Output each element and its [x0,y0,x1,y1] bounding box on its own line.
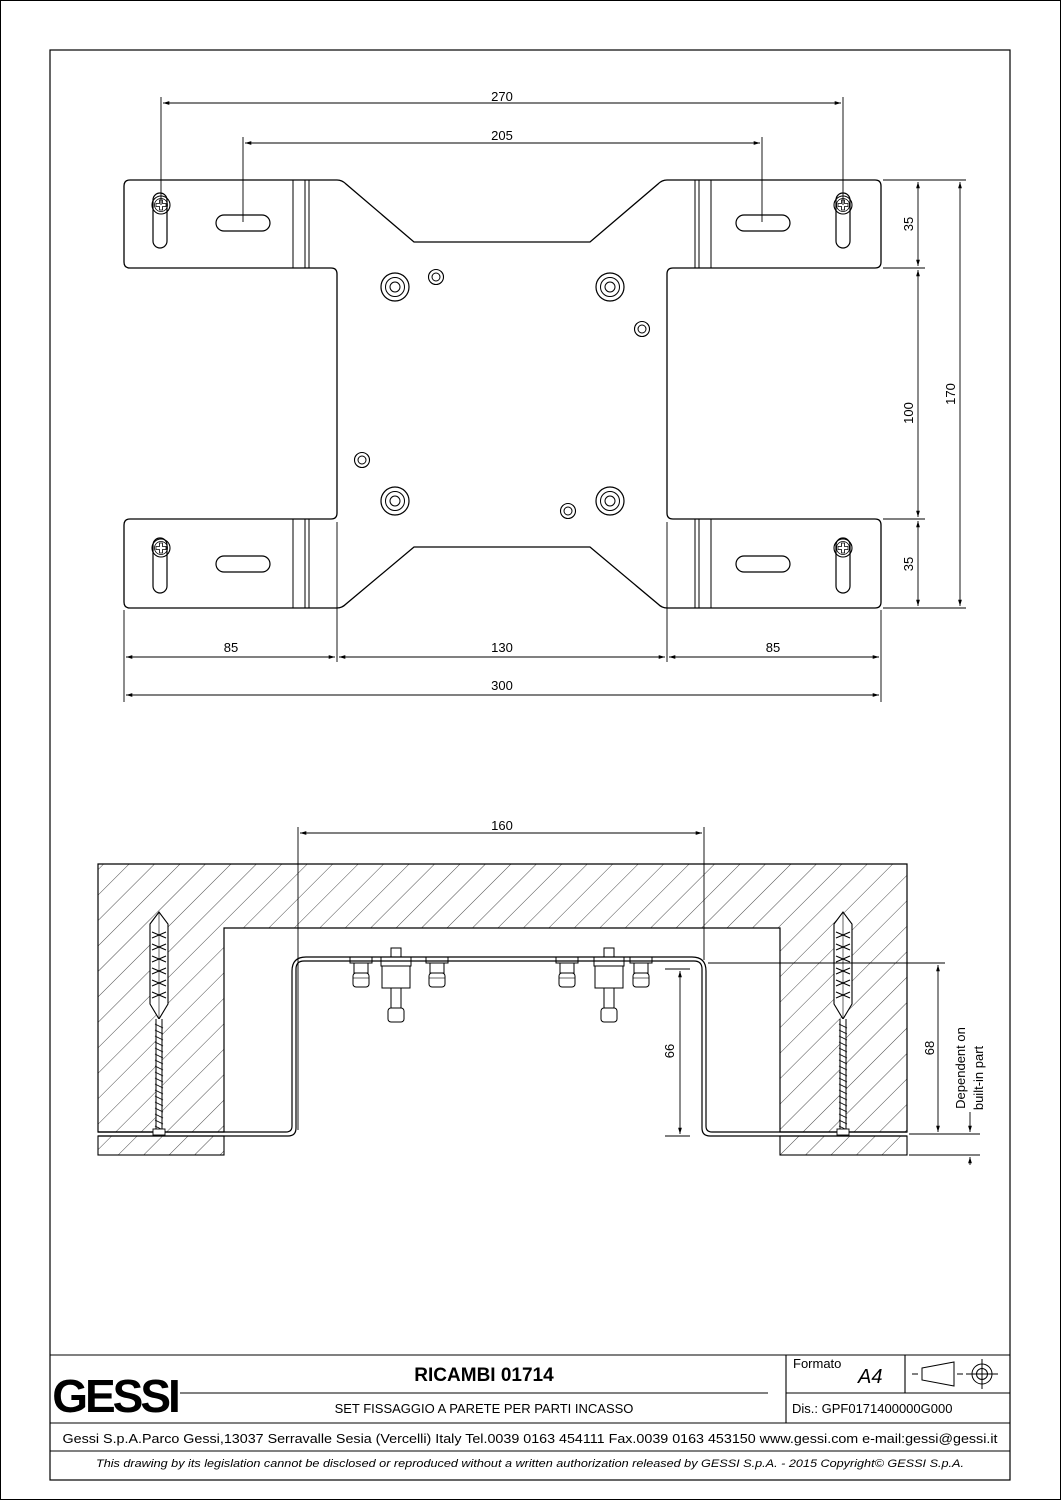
section-view-dimensions [297,827,980,1165]
bushing-hole-icon [380,272,410,302]
dim-depth-inner: 66 [662,1044,677,1058]
wall-section-hatched [97,863,908,1156]
dim-right-overall: 170 [943,383,958,405]
top-view-plate [123,179,882,609]
company-info: Gessi S.p.A.Parco Gessi,13037 Serravalle… [63,1431,998,1446]
small-hole-icon [353,451,371,469]
dim-right-top: 35 [901,217,916,231]
dim-overall-width-top: 270 [491,89,513,104]
dim-right-middle: 100 [901,402,916,424]
dim-section-width: 160 [491,818,513,833]
screw-head-icon [833,538,853,558]
dim-slot-spacing: 205 [491,128,513,143]
small-hole-icon [427,268,445,286]
bracket-profile [98,956,907,1137]
drawing-title: RICAMBI 01714 [414,1365,554,1386]
title-block [50,1354,1010,1452]
dim-right-bottom: 35 [901,557,916,571]
format-label: Formato [793,1356,841,1371]
small-hole-icon [559,502,577,520]
dim-bottom-right: 85 [766,640,780,655]
note-line-2: built-in part [971,1045,986,1110]
center-bolt-icon [593,947,625,1023]
dim-bottom-left: 85 [224,640,238,655]
dim-bottom-overall: 300 [491,678,513,693]
bushing-hole-icon [595,486,625,516]
drawing-subtitle: SET FISSAGGIO A PARETE PER PARTI INCASSO [335,1401,634,1416]
bushing-hole-icon [380,486,410,516]
projection-symbol-icon [912,1359,998,1389]
top-view-dimensions [123,97,966,702]
bushing-hole-icon [595,272,625,302]
inner-frame [49,49,1011,1481]
dim-depth-outer: 68 [922,1041,937,1055]
legal-notice: This drawing by its legislation cannot b… [96,1458,964,1470]
dim-bottom-middle: 130 [491,640,513,655]
drawing-number: Dis.: GPF0171400000G000 [792,1401,952,1416]
note-line-1: Dependent on [953,1027,968,1109]
small-hole-icon [633,320,651,338]
format-value: A4 [857,1366,882,1388]
center-bolt-icon [380,947,412,1023]
gessi-logo: GESSI [52,1370,178,1422]
screw-head-icon [151,538,171,558]
